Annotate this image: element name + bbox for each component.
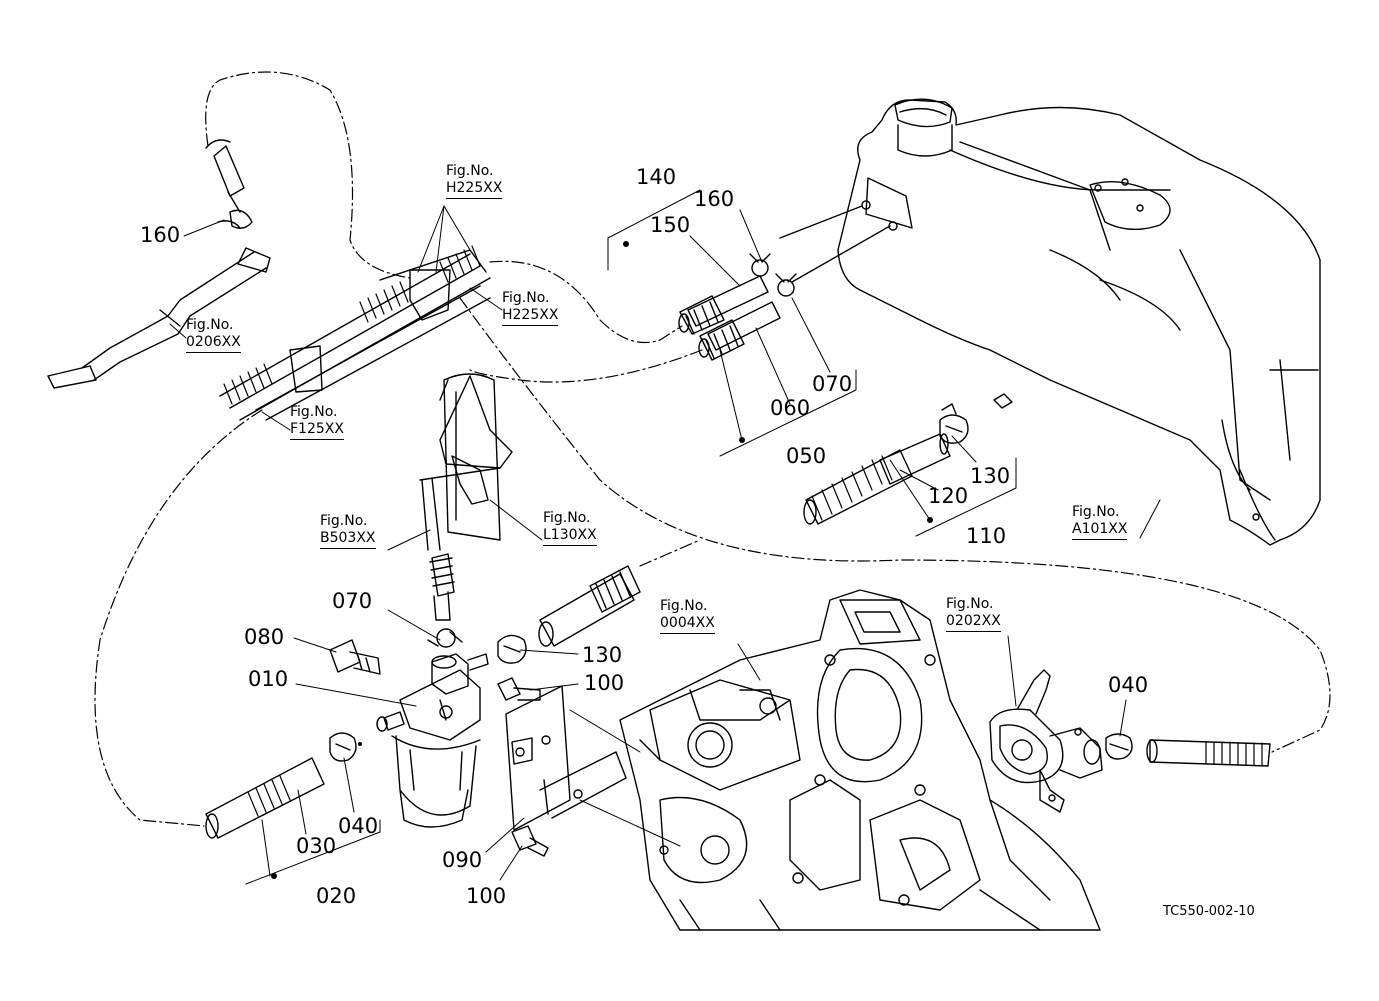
fig-ref-prefix: Fig.No. (946, 596, 994, 612)
fig-ref-h225-top: Fig.No. H225XX (446, 163, 503, 199)
fig-ref-h225-mid: Fig.No. H225XX (502, 290, 559, 326)
clamp-040-left (329, 732, 357, 762)
fuel-tank (837, 98, 1321, 546)
part-number-150: 150 (650, 213, 691, 237)
fig-ref-prefix: Fig.No. (660, 598, 708, 614)
fuel-routing-lines (94, 71, 1331, 827)
part-number-100: 100 (466, 884, 507, 908)
fig-ref-code: 0202XX (946, 613, 1001, 632)
filter-inlet-pipe (429, 553, 455, 621)
filter-bracket (419, 373, 513, 551)
part-number-120: 120 (928, 484, 969, 508)
leader-lines (169, 189, 1161, 885)
upper-left-hose (47, 139, 271, 389)
hose-120 (803, 433, 951, 525)
fig-ref-prefix: Fig.No. (502, 290, 550, 306)
part-number-060: 060 (770, 396, 811, 420)
bracket-090 (505, 685, 627, 831)
fig-ref-code: B503XX (320, 530, 376, 549)
part-number-070: 070 (332, 589, 373, 613)
fig-ref-prefix: Fig.No. (186, 317, 234, 333)
fig-ref-0206: Fig.No. 0206XX (186, 317, 241, 353)
fig-ref-prefix: Fig.No. (320, 513, 368, 529)
part-number-070: 070 (812, 372, 853, 396)
part-number-130: 130 (970, 464, 1011, 488)
hose-130-lower (538, 565, 641, 647)
fig-ref-prefix: Fig.No. (543, 510, 591, 526)
part-number-130: 130 (582, 643, 623, 667)
fig-ref-code: L130XX (543, 527, 597, 546)
hose-pump (1146, 739, 1271, 767)
fig-ref-b503: Fig.No. B503XX (320, 513, 376, 549)
fuel-line-sleeve (219, 245, 491, 421)
part-number-050: 050 (786, 444, 827, 468)
part-number-090: 090 (442, 848, 483, 872)
clip-160 (749, 253, 771, 277)
fuel-filter (376, 653, 489, 828)
clamp-130-lower (497, 634, 527, 664)
part-number-030: 030 (296, 834, 337, 858)
hose-030 (205, 757, 325, 839)
fig-ref-0004: Fig.No. 0004XX (660, 598, 715, 634)
clip-070 (775, 273, 797, 297)
part-number-160: 160 (694, 187, 735, 211)
part-number-160: 160 (140, 223, 181, 247)
fuel-pump (989, 669, 1103, 813)
fig-ref-code: F125XX (290, 421, 344, 440)
fig-ref-0202: Fig.No. 0202XX (946, 596, 1001, 632)
fig-ref-f125: Fig.No. F125XX (290, 404, 344, 440)
fig-ref-code: H225XX (446, 180, 503, 199)
bolt-100-lower (511, 825, 549, 857)
clip-070-lower (436, 628, 456, 648)
engine-block (619, 589, 1101, 931)
bolt-100-upper (497, 677, 541, 701)
part-number-010: 010 (248, 667, 289, 691)
fig-ref-code: A101XX (1072, 521, 1128, 540)
clamp-040-right (1105, 733, 1133, 760)
part-number-040: 040 (1108, 673, 1149, 697)
clamp-130-upper (939, 403, 969, 444)
fig-ref-code: 0004XX (660, 615, 715, 634)
fig-ref-prefix: Fig.No. (446, 163, 494, 179)
part-number-140: 140 (636, 165, 677, 189)
hose-060 (698, 301, 781, 361)
fig-ref-prefix: Fig.No. (1072, 504, 1120, 520)
part-number-110: 110 (966, 524, 1007, 548)
part-number-020: 020 (316, 884, 357, 908)
part-number-100: 100 (584, 671, 625, 695)
part-number-040: 040 (338, 814, 379, 838)
fig-ref-a101: Fig.No. A101XX (1072, 504, 1128, 540)
fitting-080 (329, 639, 381, 675)
fig-ref-prefix: Fig.No. (290, 404, 338, 420)
diagram-code: TC550-002-10 (1163, 904, 1255, 919)
hose-150 (678, 275, 769, 335)
fig-ref-code: 0206XX (186, 334, 241, 353)
fig-ref-l130: Fig.No. L130XX (543, 510, 597, 546)
fig-ref-code: H225XX (502, 307, 559, 326)
part-number-080: 080 (244, 625, 285, 649)
